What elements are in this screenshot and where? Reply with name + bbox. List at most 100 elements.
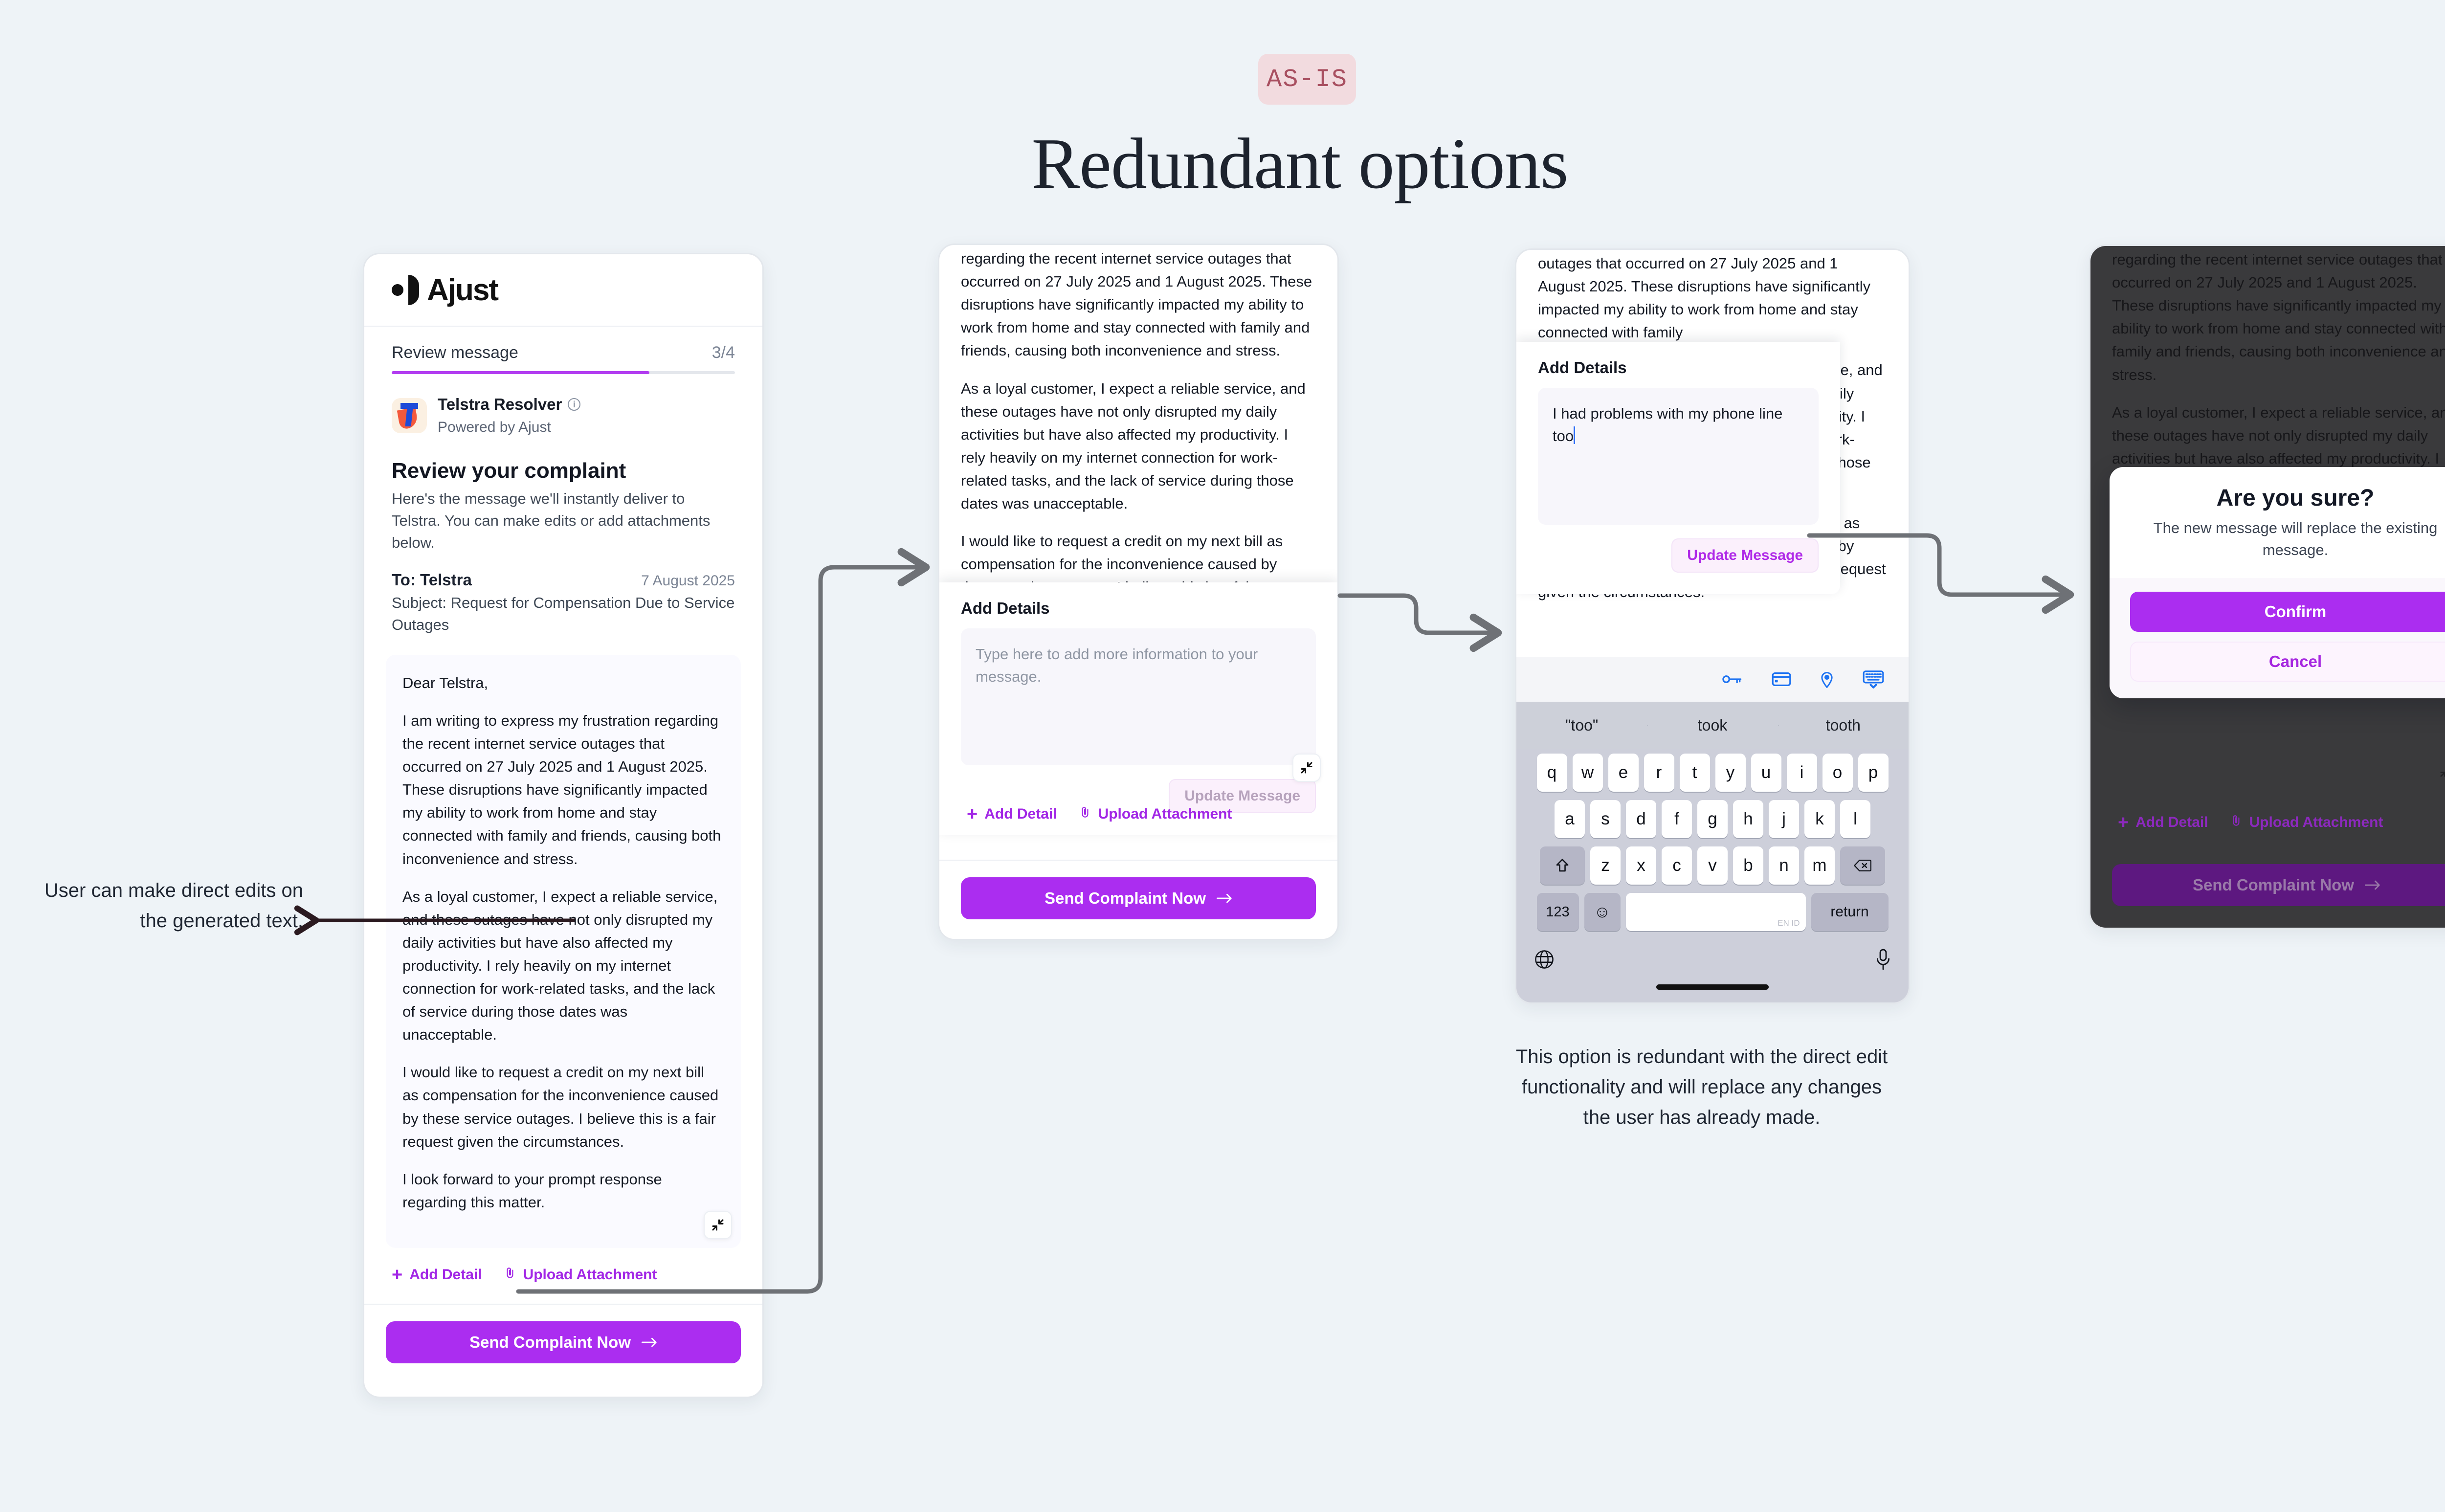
keyboard-dismiss-icon[interactable] <box>1863 670 1884 689</box>
key-i[interactable]: i <box>1786 754 1817 792</box>
keyboard-suggestions: "too" took tooth <box>1516 702 1909 749</box>
key-j[interactable]: j <box>1769 800 1799 838</box>
app-brand-bar: Ajust <box>364 254 762 327</box>
key-d[interactable]: d <box>1626 800 1656 838</box>
phone-mockup-keyboard: outages that occurred on 27 July 2025 an… <box>1515 248 1910 1004</box>
message-actions: + Add Detail Upload Attachment <box>939 787 1259 843</box>
update-message-button[interactable]: Update Message <box>1671 538 1819 573</box>
suggestion-chip[interactable]: "too" <box>1565 716 1599 734</box>
key-c[interactable]: c <box>1662 846 1692 885</box>
add-details-input[interactable]: I had problems with my phone line too <box>1538 388 1819 525</box>
backspace-key[interactable] <box>1840 846 1885 885</box>
arrow-right-icon <box>2365 876 2380 894</box>
suggestion-chip[interactable]: tooth <box>1778 716 1909 734</box>
add-details-title: Add Details <box>1538 358 1627 377</box>
progress-bar <box>392 371 735 374</box>
key-f[interactable]: f <box>1662 800 1692 838</box>
key-t[interactable]: t <box>1679 754 1710 792</box>
paperclip-icon <box>2230 813 2243 832</box>
plus-icon: + <box>2118 812 2129 833</box>
key-k[interactable]: k <box>1804 800 1835 838</box>
upload-attachment-button[interactable]: Upload Attachment <box>504 1266 657 1284</box>
key-o[interactable]: o <box>1822 754 1853 792</box>
shift-key[interactable] <box>1540 846 1585 885</box>
key-icon[interactable] <box>1722 671 1743 687</box>
step-count: 3/4 <box>711 343 735 362</box>
add-detail-button[interactable]: + Add Detail <box>967 805 1057 823</box>
letter-paragraph: I would like to request a credit on my n… <box>402 1064 719 1150</box>
paperclip-icon <box>504 1266 516 1284</box>
send-footer: Send Complaint Now <box>364 1304 762 1383</box>
space-key[interactable]: EN ID <box>1625 893 1806 931</box>
confirm-button[interactable]: Confirm <box>2130 591 2445 632</box>
emoji-icon[interactable]: ☺ <box>1584 893 1621 931</box>
paperclip-icon <box>1079 805 1091 823</box>
page-title: Redundant options <box>1031 124 1568 204</box>
microphone-icon[interactable] <box>1875 949 1891 973</box>
section-title: Review your complaint <box>392 459 626 483</box>
collapse-icon[interactable] <box>704 1211 732 1240</box>
key-h[interactable]: h <box>1733 800 1763 838</box>
send-footer: Send Complaint Now <box>939 860 1337 939</box>
phone-mockup-add-details-empty: regarding the recent internet service ou… <box>938 244 1339 940</box>
collapse-icon[interactable] <box>1292 754 1321 782</box>
message-date: 7 August 2025 <box>641 572 735 589</box>
plus-icon: + <box>967 804 978 824</box>
suggestion-chip[interactable]: took <box>1647 716 1778 734</box>
add-detail-button[interactable]: + Add Detail <box>392 1266 482 1284</box>
step-indicator: Review message 3/4 <box>364 327 762 362</box>
key-v[interactable]: v <box>1697 846 1728 885</box>
key-n[interactable]: n <box>1769 846 1799 885</box>
resolver-name: Telstra Resolver <box>438 395 562 413</box>
send-complaint-button[interactable]: Send Complaint Now <box>386 1321 741 1364</box>
message-body-editor[interactable]: Dear Telstra, I am writing to express my… <box>386 654 741 1248</box>
numbers-key[interactable]: 123 <box>1536 893 1579 931</box>
update-message-button[interactable]: Update Message <box>1169 779 1316 813</box>
credit-card-icon[interactable] <box>1772 671 1791 687</box>
message-body-scroll[interactable]: regarding the recent internet service ou… <box>939 245 1337 622</box>
message-meta: To: Telstra 7 August 2025 Subject: Reque… <box>364 554 762 636</box>
key-p[interactable]: p <box>1858 754 1889 792</box>
letter-paragraph: As a loyal customer, I expect a reliable… <box>961 379 1306 512</box>
key-b[interactable]: b <box>1733 846 1763 885</box>
send-complaint-button[interactable]: Send Complaint Now <box>961 877 1316 919</box>
key-l[interactable]: l <box>1840 800 1870 838</box>
add-details-input[interactable]: Type here to add more information to you… <box>961 628 1316 765</box>
upload-attachment-button[interactable]: Upload Attachment <box>1079 805 1232 823</box>
key-s[interactable]: s <box>1590 800 1621 838</box>
dialog-message: The new message will replace the existin… <box>2153 519 2438 558</box>
key-g[interactable]: g <box>1697 800 1728 838</box>
key-z[interactable]: z <box>1590 846 1621 885</box>
key-r[interactable]: r <box>1644 754 1674 792</box>
collapse-icon <box>2439 764 2445 781</box>
add-details-panel: Add Details I had problems with my phone… <box>1516 342 1840 594</box>
message-subject: Subject: Request for Compensation Due to… <box>392 594 735 633</box>
send-label: Send Complaint Now <box>469 1333 631 1352</box>
send-label: Send Complaint Now <box>1045 889 1206 907</box>
plus-icon: + <box>392 1265 403 1286</box>
add-detail-label: Add Detail <box>409 1267 482 1283</box>
keyboard-accessory-bar <box>1516 657 1909 702</box>
status-badge: AS-IS <box>1258 54 1356 105</box>
add-details-title: Add Details <box>961 599 1050 617</box>
key-e[interactable]: e <box>1608 754 1639 792</box>
key-q[interactable]: q <box>1536 754 1567 792</box>
key-x[interactable]: x <box>1626 846 1656 885</box>
letter-paragraph: I look forward to your prompt response r… <box>402 1170 662 1211</box>
key-a[interactable]: a <box>1555 800 1585 838</box>
key-w[interactable]: w <box>1572 754 1603 792</box>
location-pin-icon[interactable] <box>1820 670 1834 688</box>
progress-fill <box>392 371 649 374</box>
info-icon[interactable]: i <box>568 398 581 411</box>
globe-icon[interactable] <box>1534 949 1555 972</box>
cancel-button[interactable]: Cancel <box>2130 641 2445 682</box>
return-key[interactable]: return <box>1811 893 1889 931</box>
add-detail-label: Add Detail <box>2135 814 2208 830</box>
recipient: To: Telstra <box>392 570 472 589</box>
key-y[interactable]: y <box>1715 754 1746 792</box>
key-u[interactable]: u <box>1751 754 1781 792</box>
key-m[interactable]: m <box>1804 846 1835 885</box>
